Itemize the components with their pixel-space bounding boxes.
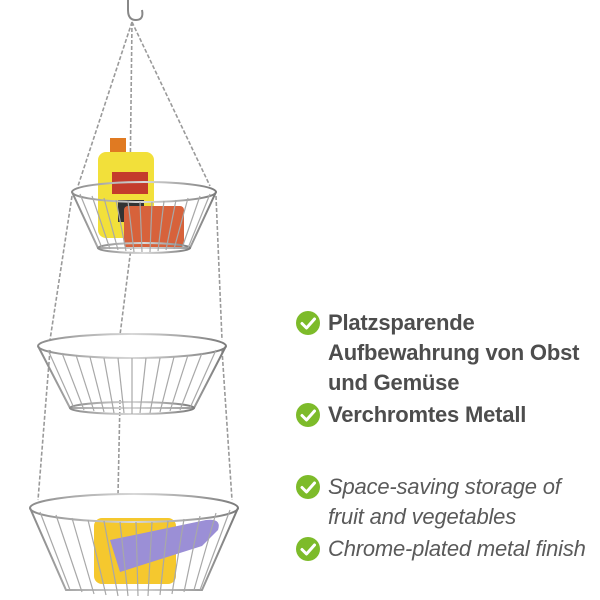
feature-item: Platzsparende Aufbewahrung von Obst und …	[296, 308, 596, 398]
chain-middle	[37, 195, 233, 501]
feature-list: Platzsparende Aufbewahrung von Obst und …	[296, 308, 596, 564]
check-icon	[296, 311, 320, 335]
check-icon	[296, 537, 320, 561]
feature-text: Platzsparende Aufbewahrung von Obst und …	[328, 310, 580, 395]
check-icon	[296, 403, 320, 427]
feature-text: Space-saving storage of fruit and vegeta…	[328, 474, 561, 529]
chain-top	[77, 21, 211, 187]
feature-text: Verchromtes Metall	[328, 402, 527, 427]
check-icon	[296, 475, 320, 499]
basket-bottom	[29, 493, 239, 597]
feature-text: Chrome-plated metal finish	[328, 536, 586, 561]
basket-middle	[37, 333, 227, 415]
basket-top	[71, 181, 217, 254]
hanging-basket-illustration	[29, 0, 239, 597]
feature-item: Space-saving storage of fruit and vegeta…	[296, 472, 596, 532]
hook	[127, 0, 144, 22]
feature-item: Verchromtes Metall	[296, 400, 596, 430]
feature-item: Chrome-plated metal finish	[296, 534, 596, 564]
